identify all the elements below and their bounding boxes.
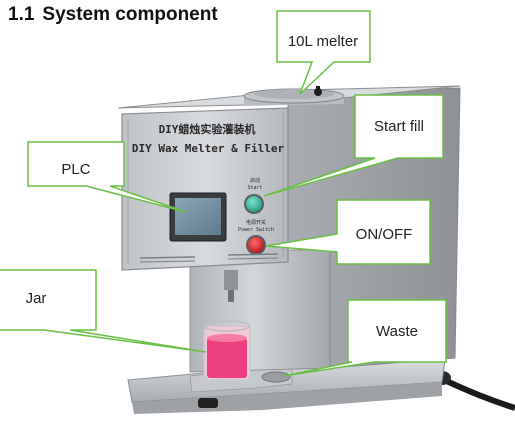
callout-waste: Waste <box>283 299 447 377</box>
power-label-cn: 电源开关 <box>246 219 266 226</box>
plc-screen <box>169 192 227 242</box>
callout-plc: PLC <box>27 141 187 213</box>
callout-plc-label: PLC <box>61 161 90 178</box>
callout-start-fill-label: Start fill <box>374 118 424 135</box>
power-button[interactable] <box>246 235 266 255</box>
callout-jar: Jar <box>0 269 207 353</box>
power-cord <box>438 375 515 411</box>
waste-cup <box>261 371 291 383</box>
callout-melter-label: 10L melter <box>288 33 358 50</box>
melter-lid <box>117 85 461 109</box>
callout-on-off-label: ON/OFF <box>356 226 413 243</box>
callout-jar-label: Jar <box>26 290 47 307</box>
callout-on-off: ON/OFF <box>265 199 431 265</box>
start-label-cn: 启动 <box>250 177 260 184</box>
section-heading: 1.1 System component <box>8 4 218 26</box>
power-label-en: Power Switch <box>238 227 274 233</box>
jar <box>203 320 251 381</box>
callout-waste-label: Waste <box>376 323 418 340</box>
section-number: 1.1 <box>8 4 35 25</box>
machine-title-cn: DIY蜡烛实验灌装机 <box>159 122 256 136</box>
panel-fine-print <box>139 253 279 263</box>
front-panel <box>121 107 289 271</box>
start-label-en: Start <box>247 185 262 191</box>
section-title: System component <box>42 4 218 25</box>
start-button[interactable] <box>244 194 264 214</box>
callout-melter: 10L melter <box>276 10 371 95</box>
callout-start-fill: Start fill <box>263 94 444 197</box>
machine-title-en: DIY Wax Melter & Filler <box>132 142 285 155</box>
fill-nozzle <box>224 270 238 302</box>
